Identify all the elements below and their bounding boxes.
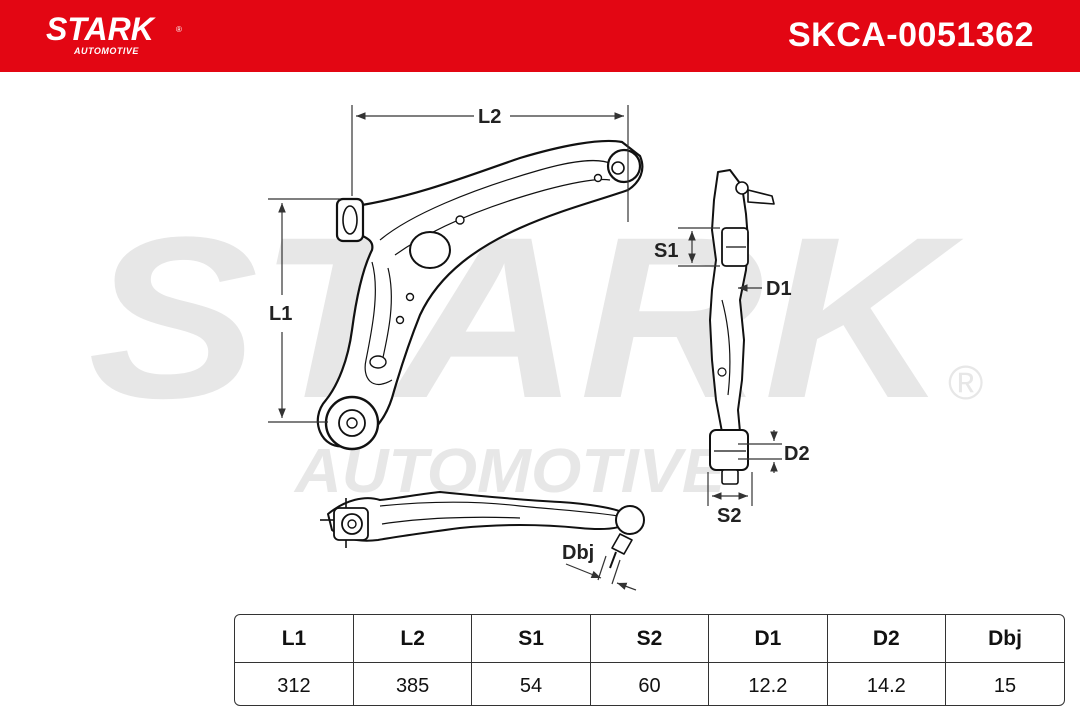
value-d1: 12.2 xyxy=(708,662,828,705)
label-l1: L1 xyxy=(269,303,292,325)
watermark: STARK AUTOMOTIVE ® xyxy=(88,189,983,506)
dimension-l1 xyxy=(268,198,340,423)
label-d1: D1 xyxy=(766,278,792,300)
dimension-s1 xyxy=(678,227,720,267)
watermark-brand: STARK xyxy=(88,189,965,446)
header-l1: L1 xyxy=(235,615,354,663)
watermark-registered: ® xyxy=(948,357,983,410)
header-d1: D1 xyxy=(708,615,828,663)
logo-registered: ® xyxy=(176,25,182,34)
spec-table-header-row: L1 L2 S1 S2 D1 D2 Dbj xyxy=(235,615,1064,663)
technical-drawing: L2 L1 S1 D1 D2 xyxy=(268,105,810,591)
dimension-d2 xyxy=(738,430,782,473)
logo-brand: STARK xyxy=(46,11,157,47)
control-arm-side-view xyxy=(709,169,775,485)
watermark-subtitle: AUTOMOTIVE xyxy=(293,437,727,506)
header-d2: D2 xyxy=(826,615,946,663)
value-d2: 14.2 xyxy=(826,662,946,705)
dimension-l2 xyxy=(351,105,629,222)
part-number: SKCA-0051362 xyxy=(787,16,1034,54)
dimension-s2 xyxy=(707,472,753,506)
value-dbj: 15 xyxy=(945,662,1064,705)
header-bar: STARK ® AUTOMOTIVE SKCA-0051362 xyxy=(0,0,1080,72)
label-dbj: Dbj xyxy=(562,542,594,564)
stark-logo: STARK ® AUTOMOTIVE xyxy=(46,11,182,56)
value-s2: 60 xyxy=(589,662,709,705)
label-s2: S2 xyxy=(717,505,741,527)
logo-subtitle: AUTOMOTIVE xyxy=(73,46,139,56)
header-dbj: Dbj xyxy=(945,615,1064,663)
control-arm-bottom-view xyxy=(320,491,645,569)
header-s1: S1 xyxy=(471,615,591,663)
label-l2: L2 xyxy=(478,106,501,128)
label-d2: D2 xyxy=(784,443,810,465)
control-arm-top-view xyxy=(316,139,644,451)
spec-table-values-row: 312 385 54 60 12.2 14.2 15 xyxy=(235,662,1064,705)
dimension-dbj xyxy=(565,555,637,591)
value-s1: 54 xyxy=(471,662,591,705)
header-l2: L2 xyxy=(352,615,472,663)
value-l2: 385 xyxy=(352,662,472,705)
label-s1: S1 xyxy=(654,240,678,262)
spec-table: L1 L2 S1 S2 D1 D2 Dbj 312 385 54 60 12.2… xyxy=(234,614,1065,706)
value-l1: 312 xyxy=(277,675,311,697)
header-s2: S2 xyxy=(589,615,709,663)
